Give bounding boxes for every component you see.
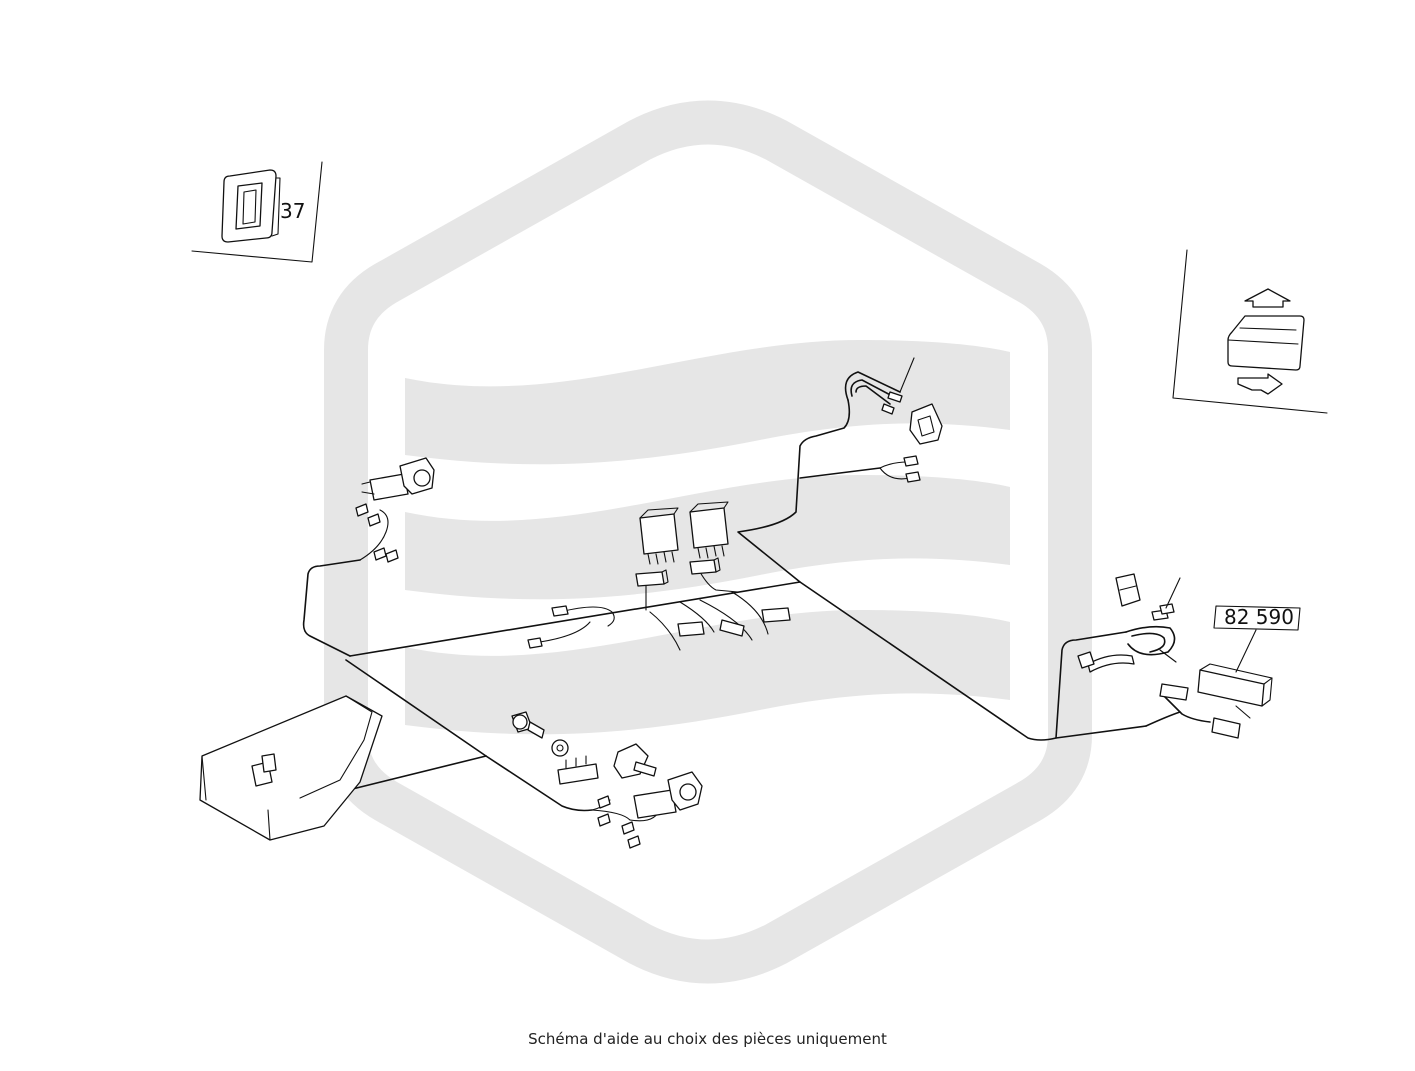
connector-block: [719, 619, 745, 637]
window-switch-right: [689, 501, 729, 559]
connector-block: [1211, 717, 1241, 739]
inset-left: 37: [191, 161, 323, 263]
seat-block: [199, 695, 383, 841]
seat-adjust-arrows-icon: [1227, 288, 1305, 395]
connector-block: [1159, 683, 1189, 701]
connector-module: [1197, 663, 1273, 719]
plug-ends: [527, 455, 921, 649]
loop-harness-top: [844, 357, 915, 415]
connector-blocks: [635, 557, 1273, 739]
switch-bezel-icon: [221, 169, 281, 243]
rocker-switch: [909, 403, 943, 445]
switches: [639, 403, 1141, 607]
connector-block: [677, 621, 705, 637]
callout-82590: 82 590: [1213, 605, 1301, 673]
window-switch-left: [639, 507, 679, 565]
window-motor-lower: [597, 771, 703, 849]
svg-text:82 590: 82 590: [1224, 605, 1294, 629]
harness-main-trunk: [299, 399, 1211, 812]
hardware-cluster: [511, 711, 657, 785]
diagram-caption: Schéma d'aide au choix des pièces unique…: [528, 1030, 887, 1048]
connector-block: [635, 569, 669, 587]
door-handle-part: [1077, 651, 1135, 673]
callout-37: 37: [280, 199, 305, 223]
inset-right: [1172, 249, 1328, 414]
connector-block: [689, 557, 721, 575]
loop-harness-right: [1125, 577, 1181, 663]
connector-block: [761, 607, 791, 623]
window-motor-upper: [355, 457, 435, 563]
rocker-switch-right: [1115, 573, 1141, 607]
